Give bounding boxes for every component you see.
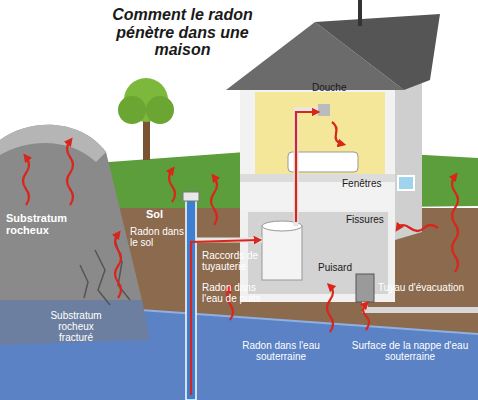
part-label: Radon dans l'eau souterraine bbox=[238, 340, 324, 362]
radon-arrow bbox=[23, 157, 29, 205]
house-side bbox=[395, 78, 422, 240]
pipe bbox=[296, 110, 318, 226]
part-label: Fenêtres bbox=[342, 178, 396, 189]
radon-arrow bbox=[296, 112, 316, 222]
part-label: Douche bbox=[312, 82, 372, 93]
water-tank bbox=[262, 226, 302, 280]
diagram-title: Comment le radon pénètre dans une maison bbox=[110, 6, 255, 59]
tree-crown bbox=[146, 96, 174, 124]
radon-arrow bbox=[67, 141, 73, 205]
part-label: Substratum rocheux fracturé bbox=[40, 310, 112, 343]
well-cap bbox=[183, 192, 199, 201]
roof-side bbox=[315, 14, 440, 90]
part-label: Raccords de tuyauterie bbox=[202, 250, 264, 272]
part-label: Fissures bbox=[346, 214, 392, 225]
house-wall bbox=[240, 85, 395, 210]
groundwater bbox=[0, 300, 478, 400]
drain-pipe bbox=[365, 302, 478, 310]
radon-arrow bbox=[452, 176, 458, 272]
basement-wall bbox=[240, 210, 395, 302]
radon-arrow bbox=[332, 122, 342, 144]
bathroom bbox=[255, 92, 385, 174]
radon-arrow bbox=[363, 304, 369, 330]
tree-trunk bbox=[143, 118, 150, 160]
part-label: Tuyau d'évacuation bbox=[378, 282, 476, 293]
fractured-bedrock bbox=[0, 300, 150, 345]
rock-fractures bbox=[80, 240, 130, 305]
radon-arrow bbox=[115, 234, 121, 298]
part-label: Substratum rocheux bbox=[6, 212, 90, 236]
radon-arrow bbox=[211, 177, 217, 225]
radon-arrow bbox=[327, 286, 333, 332]
shower-head bbox=[318, 104, 330, 116]
part-label: Radon dans le sol bbox=[130, 226, 184, 248]
part-label: Surface de la nappe d'eau souterraine bbox=[346, 340, 474, 362]
bedrock-top bbox=[0, 125, 106, 162]
radon-arrow bbox=[169, 170, 175, 202]
tree-crown bbox=[118, 96, 146, 124]
chimney bbox=[358, 0, 362, 26]
part-label: Sol bbox=[146, 208, 176, 220]
sump bbox=[356, 274, 374, 302]
radon-arrow bbox=[398, 225, 438, 231]
part-label: Puisard bbox=[300, 262, 352, 273]
window bbox=[398, 176, 414, 190]
part-label: Radon dans l'eau de puits bbox=[202, 282, 264, 304]
